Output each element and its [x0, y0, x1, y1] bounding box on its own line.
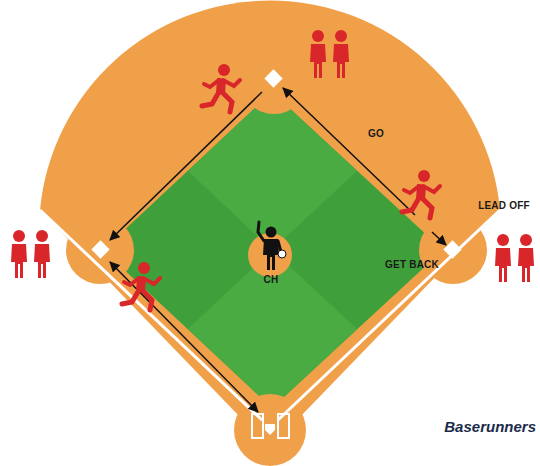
coach-figure	[258, 222, 286, 270]
first-base	[443, 240, 461, 258]
go-arrow	[283, 88, 415, 215]
waiting-runner	[333, 30, 349, 78]
pitchers-mound	[248, 233, 292, 277]
get-back-arrow	[432, 232, 446, 245]
infield-grass	[103, 92, 443, 408]
batters-box	[278, 414, 289, 438]
path-arrow	[110, 92, 262, 240]
waiting-runner	[34, 230, 50, 278]
waiting-runner	[11, 230, 27, 278]
batters-box	[252, 414, 263, 438]
waiting-runner	[518, 234, 534, 282]
lead-off-label: LEAD OFF	[478, 200, 530, 211]
outfield	[40, 0, 500, 448]
get-back-label: GET BACK	[385, 259, 439, 270]
runner-figure	[202, 64, 240, 112]
coach-label: CH	[264, 274, 279, 285]
home-plate	[265, 424, 275, 435]
waiting-runner	[310, 30, 326, 78]
second-base	[264, 69, 282, 87]
runner-figure	[402, 170, 440, 218]
waiting-runner	[495, 234, 511, 282]
go-label: GO	[368, 128, 384, 139]
runner-figure	[122, 262, 160, 310]
third-base	[91, 240, 109, 258]
caption: Baserunners	[444, 418, 536, 435]
path-arrow	[110, 262, 258, 412]
